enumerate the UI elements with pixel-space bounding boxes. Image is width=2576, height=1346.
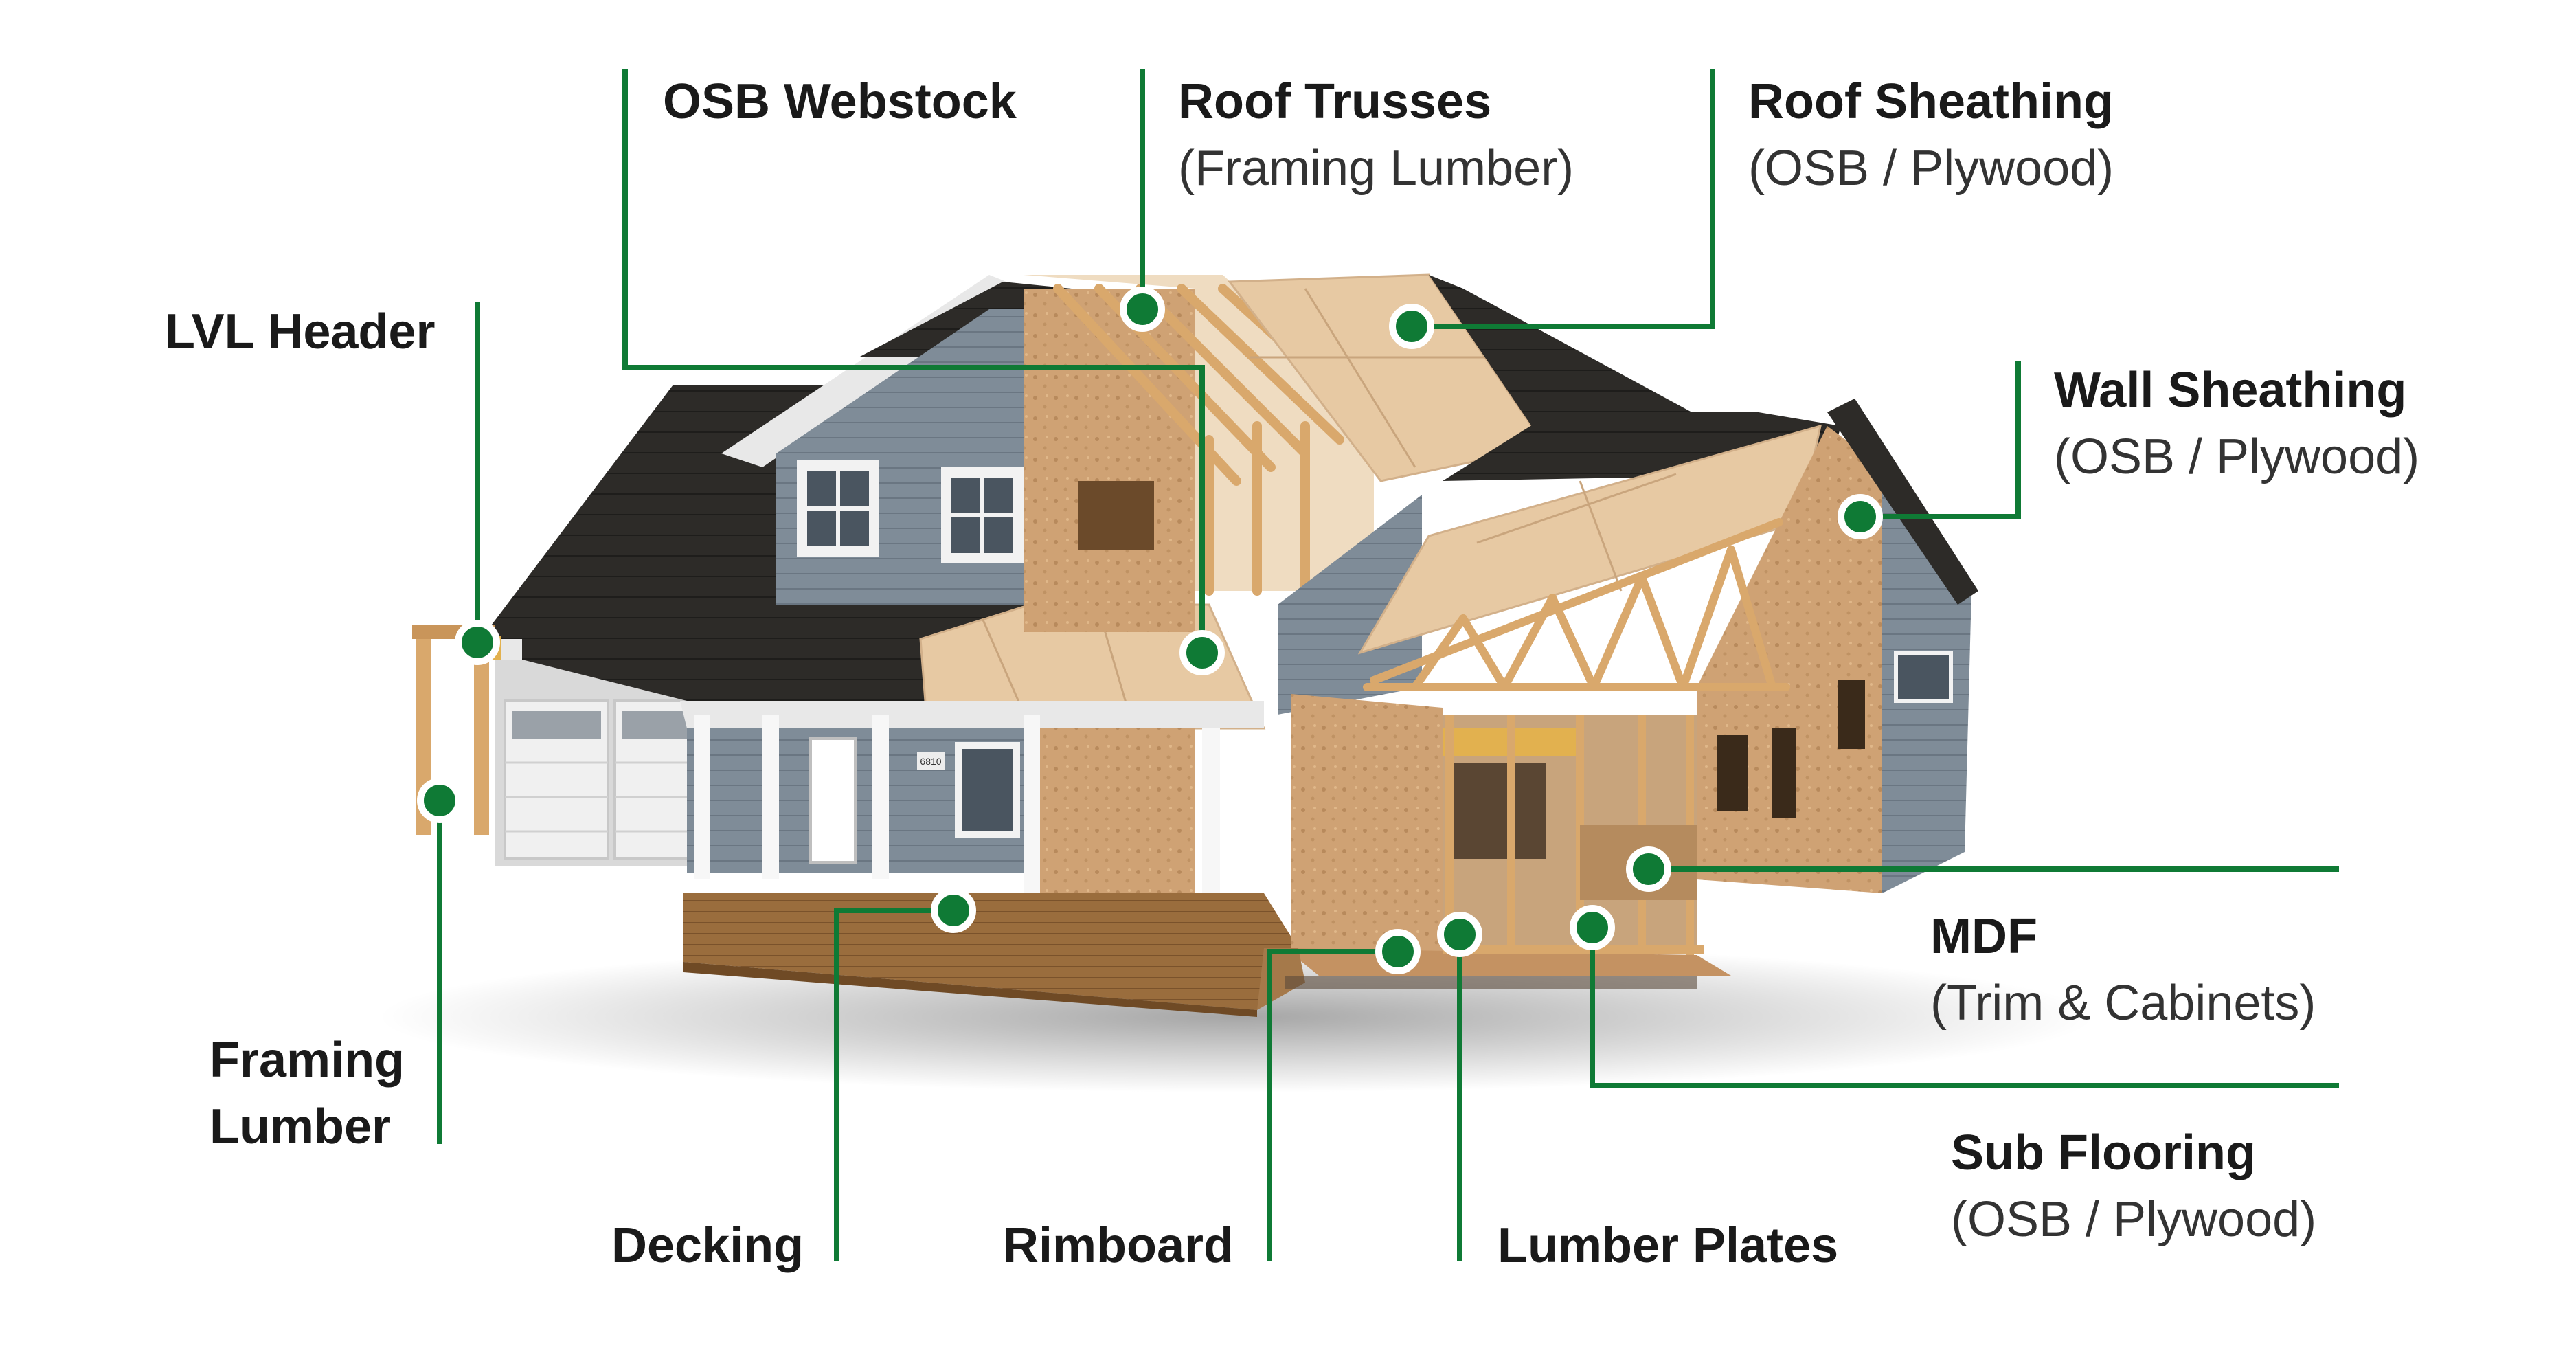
- leader-roof-sheathing: [1412, 69, 1715, 329]
- framing-stud-right: [474, 629, 489, 835]
- leader-sub-flooring: [1590, 928, 2339, 1088]
- porch-roof: [522, 605, 1030, 701]
- leader-osb-webstock: [622, 69, 1205, 653]
- label-lumber-plates: Lumber Plates: [1498, 1213, 1838, 1279]
- leader-decking: [834, 908, 953, 1261]
- label-subtitle: (OSB / Plywood): [1951, 1192, 2317, 1248]
- leader-rimboard: [1267, 949, 1398, 1261]
- label-roof-trusses: Roof Trusses (Framing Lumber): [1178, 69, 1574, 202]
- address-number: 6810: [920, 756, 941, 767]
- label-osb-webstock: OSB Webstock: [663, 69, 1017, 135]
- side-siding-wall: [1278, 495, 1422, 715]
- foundation-shadow: [1285, 976, 1697, 989]
- central-window-opening: [1078, 481, 1154, 550]
- label-title: Roof Sheathing: [1748, 74, 2114, 129]
- label-subtitle: (OSB / Plywood): [2054, 429, 2420, 485]
- right-window: [1772, 728, 1796, 818]
- dot-rimboard: [1375, 929, 1421, 974]
- dot-osb-webstock: [1179, 630, 1225, 675]
- porch-roof-edge: [680, 701, 1264, 728]
- label-subtitle: (OSB / Plywood): [1748, 141, 2114, 197]
- label-lvl-header: LVL Header: [165, 299, 435, 366]
- dot-roof-trusses: [1120, 287, 1165, 332]
- dot-mdf: [1626, 846, 1671, 892]
- right-window: [1717, 735, 1748, 811]
- porch-column: [1024, 715, 1040, 893]
- label-rimboard: Rimboard: [1003, 1213, 1234, 1279]
- label-subtitle: (Trim & Cabinets): [1930, 976, 2316, 1031]
- dot-roof-sheathing: [1389, 304, 1434, 349]
- label-title: LVL Header: [165, 304, 436, 359]
- right-roof-sheathing: [1357, 424, 1822, 655]
- dot-framing-lumber: [417, 778, 462, 823]
- right-window: [1838, 680, 1865, 749]
- bottom-plate: [1443, 945, 1704, 954]
- label-title: Decking: [611, 1218, 804, 1273]
- label-title: MDF: [1930, 909, 2037, 964]
- far-right-roof: [1827, 399, 1978, 605]
- label-title: OSB Webstock: [663, 74, 1017, 129]
- label-title: Rimboard: [1003, 1218, 1234, 1273]
- framed-wall-osb: [1291, 694, 1443, 962]
- address-plaque: [917, 752, 945, 770]
- leader-lines: [437, 69, 2339, 1261]
- label-wall-sheathing: Wall Sheathing (OSB / Plywood): [2054, 357, 2419, 491]
- porch-deck-face: [683, 962, 1257, 1017]
- interior-dark: [1449, 763, 1546, 859]
- dot-wall-sheathing: [1838, 494, 1883, 539]
- porch-column: [694, 715, 710, 879]
- front-door: [809, 737, 857, 864]
- dot-lvl-header: [455, 620, 500, 665]
- label-mdf: MDF (Trim & Cabinets): [1930, 904, 2316, 1037]
- leader-dots: [417, 287, 1883, 974]
- label-title: Lumber Plates: [1498, 1218, 1839, 1273]
- porch-column: [762, 715, 779, 879]
- main-block: 6810: [522, 275, 1298, 1017]
- label-decking: Decking: [611, 1213, 804, 1279]
- wall-sheathing-porch: [1030, 728, 1195, 893]
- label-title: Roof Trusses: [1178, 74, 1492, 129]
- label-line-2: Lumber: [210, 1099, 392, 1155]
- right-wing: [1257, 399, 1978, 1010]
- label-framing-lumber: Framing Lumber: [210, 1027, 405, 1160]
- roof-trusses-right: [1363, 518, 1790, 691]
- label-sub-flooring: Sub Flooring (OSB / Plywood): [1951, 1120, 2316, 1253]
- dot-sub-flooring: [1570, 905, 1615, 950]
- label-line-1: Framing: [210, 1033, 405, 1088]
- main-roof-dark: [1429, 275, 1717, 447]
- label-roof-sheathing: Roof Sheathing (OSB / Plywood): [1748, 69, 2114, 202]
- dot-lumber-plates: [1437, 912, 1482, 957]
- dot-decking: [931, 888, 976, 933]
- label-title: Wall Sheathing: [2054, 363, 2407, 418]
- porch-column: [872, 715, 889, 879]
- label-subtitle: (Framing Lumber): [1178, 141, 1574, 197]
- label-title: Sub Flooring: [1951, 1125, 2256, 1180]
- garage-side-window: [1894, 651, 1953, 703]
- leader-wall-sheathing: [1860, 361, 2021, 519]
